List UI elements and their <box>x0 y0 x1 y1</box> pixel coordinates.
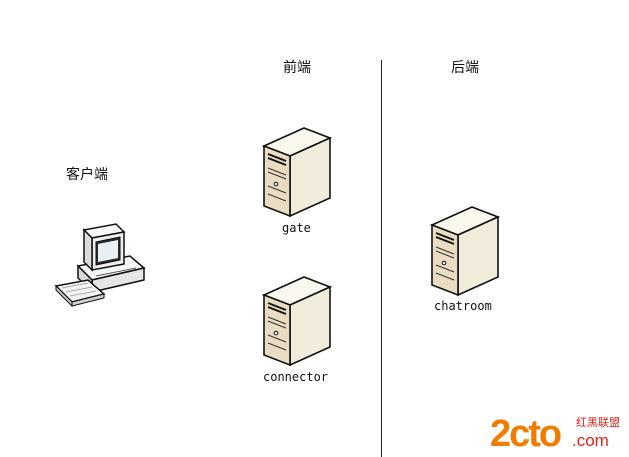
svg-text:红黑联盟: 红黑联盟 <box>576 416 620 429</box>
connector-server-icon <box>262 273 332 367</box>
frontend-backend-divider <box>381 60 382 457</box>
chatroom-label: chatroom <box>434 299 492 313</box>
backend-label: 后端 <box>451 57 479 77</box>
svg-text:2cto: 2cto <box>490 413 561 454</box>
chatroom-server-icon <box>430 203 500 297</box>
2cto-watermark-logo: 2cto 红黑联盟 .com <box>488 408 628 454</box>
gate-label: gate <box>282 221 311 235</box>
connector-label: connector <box>263 370 328 384</box>
frontend-label: 前端 <box>283 57 311 77</box>
client-label: 客户端 <box>66 164 108 184</box>
desktop-computer-icon <box>52 218 148 312</box>
gate-server-icon <box>262 124 332 218</box>
svg-text:.com: .com <box>572 431 609 450</box>
